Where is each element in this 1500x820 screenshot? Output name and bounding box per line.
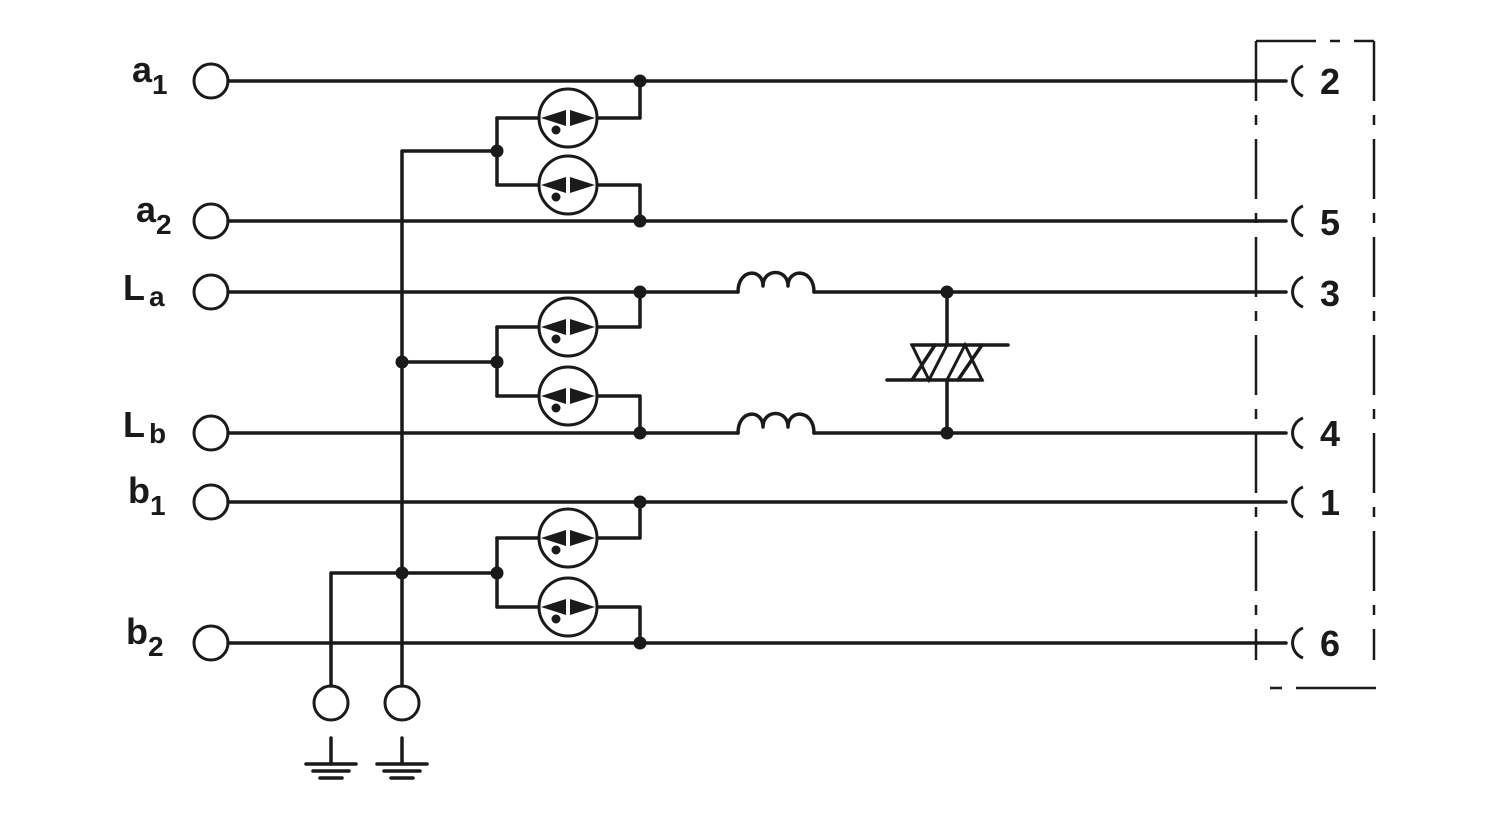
- gas-discharge-tube-icon: [537, 507, 599, 569]
- terminal-circle-icon: [192, 483, 230, 521]
- input-lb-sub-label: b: [149, 418, 166, 449]
- output-connector-frame: [1254, 39, 1378, 690]
- input-b1: b1: [128, 470, 230, 521]
- terminal-circle-icon: [192, 273, 230, 311]
- svg-text:b2: b2: [126, 611, 164, 662]
- ground-terminal-left: [304, 684, 358, 780]
- ground-icon: [375, 736, 429, 780]
- output-label-2: 2: [1320, 61, 1340, 102]
- terminal-circle-icon: [383, 684, 421, 722]
- output-socket-6: 6: [1291, 623, 1340, 664]
- output-socket-2: 2: [1291, 61, 1340, 102]
- terminal-circle-icon: [192, 62, 230, 100]
- terminal-circle-icon: [192, 414, 230, 452]
- svg-text:a2: a2: [136, 189, 172, 240]
- input-a1: a1: [132, 49, 230, 100]
- bidirectional-suppressor-diode-icon: [885, 290, 1010, 435]
- inductor-icon: [736, 411, 816, 435]
- gas-discharge-tube-icon: [537, 296, 599, 358]
- gdt-group-2: [495, 290, 642, 435]
- connector-socket-icon: [1291, 626, 1304, 660]
- input-la-main-label: L: [123, 267, 145, 308]
- ground-icon: [304, 736, 358, 780]
- gas-discharge-tube-icon: [537, 87, 599, 149]
- input-b1-sub-label: 1: [150, 490, 166, 521]
- output-label-3: 3: [1320, 273, 1340, 314]
- output-label-5: 5: [1320, 202, 1340, 243]
- input-la-sub-label: a: [149, 281, 165, 312]
- connector-socket-icon: [1291, 204, 1304, 238]
- connector-socket-icon: [1291, 416, 1304, 450]
- gas-discharge-tube-icon: [537, 365, 599, 427]
- gdt-group-3: [495, 500, 642, 645]
- output-socket-1: 1: [1291, 482, 1340, 523]
- output-label-4: 4: [1320, 413, 1340, 454]
- input-a2-sub-label: 2: [156, 209, 172, 240]
- signal-lines: [226, 79, 1288, 645]
- terminal-circle-icon: [312, 684, 350, 722]
- svg-text:b1: b1: [128, 470, 166, 521]
- input-b1-main-label: b: [128, 470, 150, 511]
- input-b2-main-label: b: [126, 611, 148, 652]
- ground-bus: [329, 149, 499, 688]
- ground-terminal-right: [375, 684, 429, 780]
- input-a1-sub-label: 1: [152, 69, 168, 100]
- input-b2: b2: [126, 611, 230, 662]
- terminal-circle-icon: [192, 624, 230, 662]
- terminal-circle-icon: [192, 202, 230, 240]
- output-socket-3: 3: [1291, 273, 1340, 314]
- input-lb-main-label: L: [123, 404, 145, 445]
- svg-text:a1: a1: [132, 49, 168, 100]
- gas-discharge-tube-icon: [537, 154, 599, 216]
- connector-socket-icon: [1291, 275, 1304, 309]
- output-socket-4: 4: [1291, 413, 1340, 454]
- ground-bus-main: [400, 149, 499, 688]
- gas-discharge-tube-icon: [537, 576, 599, 638]
- gdt-group-1: [495, 79, 642, 223]
- junction-dots: [395, 74, 954, 650]
- input-a2-main-label: a: [136, 189, 157, 230]
- input-a1-main-label: a: [132, 49, 153, 90]
- input-b2-sub-label: 2: [148, 631, 164, 662]
- connector-socket-icon: [1291, 64, 1304, 98]
- svg-text:La: La: [123, 267, 165, 312]
- output-socket-5: 5: [1291, 202, 1340, 243]
- ground-bus-tap-bottom: [329, 571, 499, 688]
- svg-text:Lb: Lb: [123, 404, 166, 449]
- inductor-icon: [736, 270, 816, 294]
- output-label-1: 1: [1320, 482, 1340, 523]
- output-label-6: 6: [1320, 623, 1340, 664]
- input-a2: a2: [136, 189, 230, 240]
- connector-socket-icon: [1291, 485, 1304, 519]
